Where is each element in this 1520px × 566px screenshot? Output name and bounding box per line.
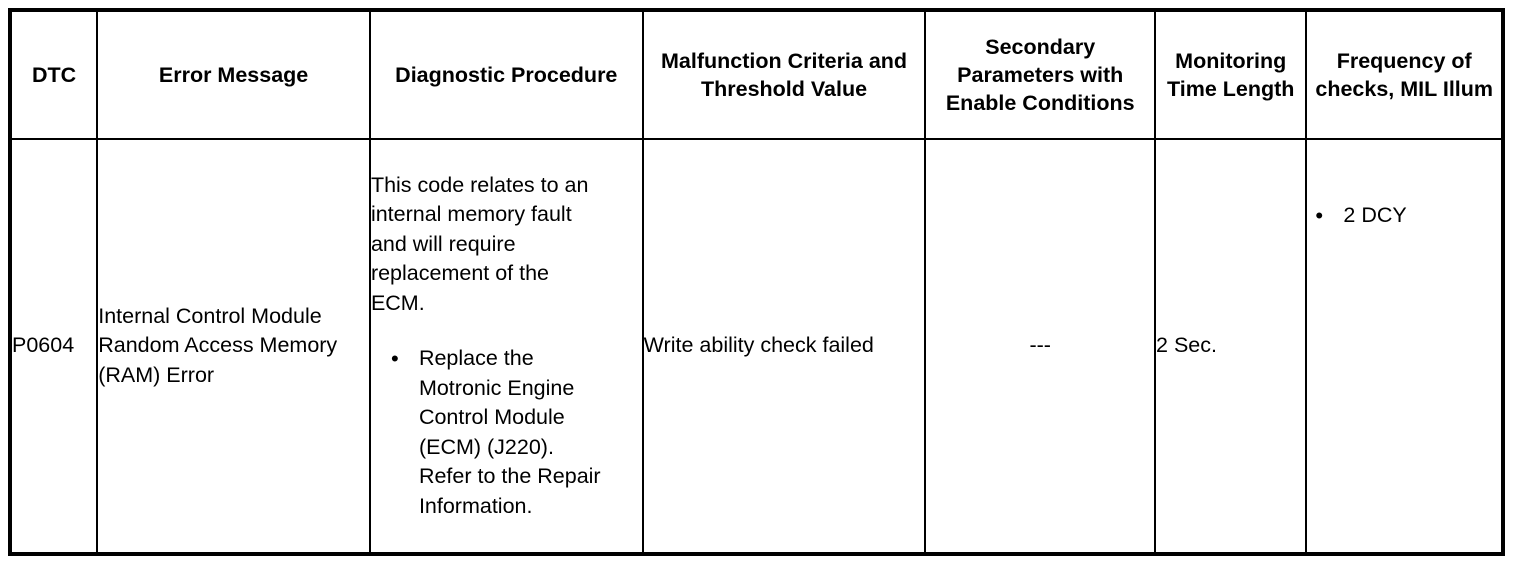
diagnostic-spacer [371, 318, 642, 344]
column-header-secondary-parameters: Secondary Parameters with Enable Conditi… [924, 9, 1157, 140]
column-header-monitoring-time-length: Monitoring Time Length [1154, 9, 1308, 140]
cell-monitoring-time-length: 2 Sec. [1154, 138, 1308, 555]
table-body: P0604 Internal Control Module Random Acc… [8, 138, 1504, 555]
table-header: DTC Error Message Diagnostic Procedure M… [8, 9, 1504, 140]
cell-secondary-parameters: --- [924, 138, 1157, 555]
cell-dtc-code: P0604 [8, 138, 99, 555]
column-header-malfunction-criteria: Malfunction Criteria and Threshold Value [641, 9, 927, 140]
cell-malfunction-criteria: Write ability check failed [641, 138, 927, 555]
column-header-error-message: Error Message [96, 9, 371, 140]
diagnostic-intro-text: This code relates to an internal memory … [370, 172, 589, 315]
diagnostic-bullet-list: Replace the Motronic Engine Control Modu… [371, 344, 642, 521]
column-header-dtc: DTC [8, 9, 99, 140]
column-header-frequency-of-checks: Frequency of checks, MIL Illum [1305, 9, 1504, 140]
cell-error-message: Internal Control Module Random Access Me… [96, 138, 371, 555]
diagnostic-bullet-item: Replace the Motronic Engine Control Modu… [371, 344, 642, 521]
table-row: P0604 Internal Control Module Random Acc… [8, 138, 1504, 555]
cell-frequency-of-checks: 2 DCY [1305, 138, 1504, 555]
dtc-diagnostic-table: DTC Error Message Diagnostic Procedure M… [8, 8, 1505, 556]
header-row: DTC Error Message Diagnostic Procedure M… [8, 9, 1504, 140]
column-header-diagnostic-procedure: Diagnostic Procedure [368, 9, 644, 140]
frequency-bullet-list: 2 DCY [1307, 201, 1501, 231]
frequency-bullet-item: 2 DCY [1307, 201, 1501, 231]
frequency-inner: 2 DCY [1307, 201, 1501, 231]
cell-diagnostic-procedure: This code relates to an internal memory … [368, 138, 644, 555]
